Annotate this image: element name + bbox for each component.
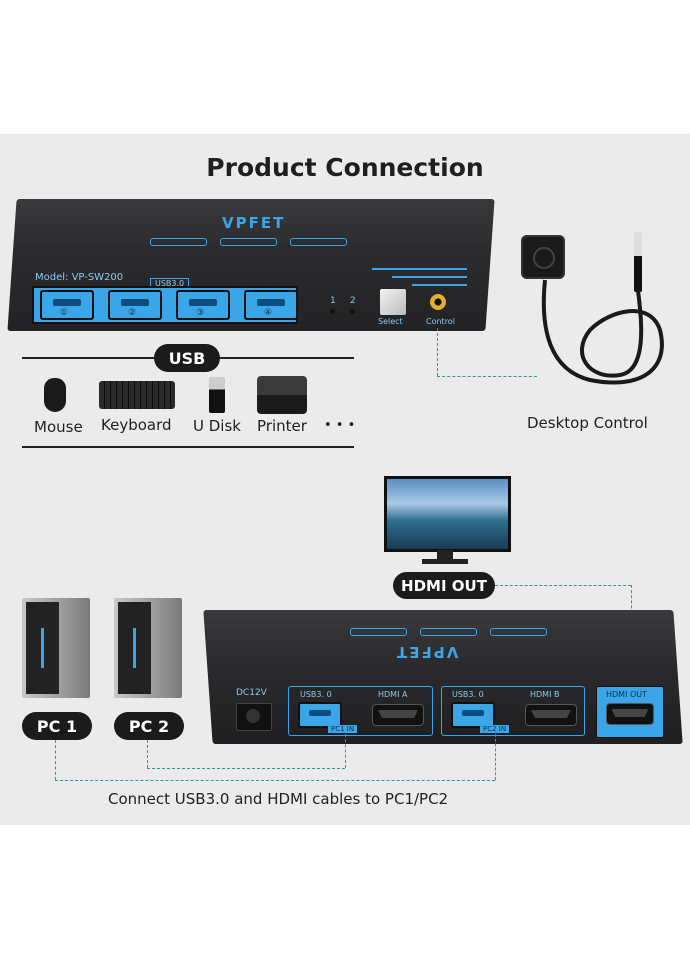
- rear-hdmi-port-b: [525, 704, 577, 726]
- connector-pc1-vert: [55, 740, 56, 780]
- connector-pc1-up: [495, 734, 496, 780]
- caption: Connect USB3.0 and HDMI cables to PC1/PC…: [108, 790, 449, 808]
- front-usb-port-3: [176, 290, 230, 320]
- pc1-pill: PC 1: [22, 712, 92, 740]
- pc2-tower-icon: [114, 598, 182, 698]
- usb-bottom-line: [22, 446, 354, 448]
- connector-pc2-horiz: [147, 768, 345, 769]
- rear-hdmi-out-label: HDMI OUT: [606, 690, 648, 699]
- group1-hdmi-label: HDMI A: [378, 690, 408, 699]
- hdmi-out-pill: HDMI OUT: [393, 572, 495, 599]
- device-label-printer: Printer: [257, 417, 307, 435]
- desktop-control-label: Desktop Control: [527, 414, 648, 432]
- mouse-icon: [44, 378, 66, 412]
- device-label-udisk: U Disk: [193, 417, 241, 435]
- front-usb-port-4: [244, 290, 298, 320]
- top-device-brand: VPFET: [222, 214, 286, 232]
- rear-group-1: [288, 686, 433, 736]
- connector-pc2-up: [345, 734, 346, 768]
- control-label: Control: [426, 317, 455, 326]
- select-label: Select: [378, 317, 403, 326]
- rear-usb-port-a: [298, 702, 342, 728]
- port-number-4: ④: [264, 308, 273, 318]
- led-label-2: 2: [350, 296, 356, 306]
- dc-label: DC12V: [236, 688, 267, 698]
- connector-control-vert: [437, 328, 438, 376]
- port-number-3: ③: [196, 308, 205, 318]
- dc-power-jack[interactable]: [236, 703, 272, 731]
- device-label-keyboard: Keyboard: [101, 416, 172, 434]
- monitor-stand: [437, 550, 453, 560]
- control-cable: [541, 279, 664, 385]
- model-label: Model: VP-SW200: [35, 272, 124, 283]
- front-usb-port-2: [108, 290, 162, 320]
- monitor-icon: [384, 476, 511, 552]
- audio-plug-icon: [634, 232, 642, 292]
- rear-device-brand: VPFET: [395, 643, 459, 661]
- group1-usb-label: USB3. 0: [300, 690, 332, 699]
- monitor-base: [422, 559, 468, 564]
- led-label-1: 1: [330, 296, 336, 306]
- desktop-control-button-icon: [533, 247, 555, 269]
- connector-control-horiz: [437, 376, 537, 377]
- port-number-1: ①: [60, 308, 69, 318]
- group2-usb-label: USB3. 0: [452, 690, 484, 699]
- pc2-pill: PC 2: [114, 712, 184, 740]
- udisk-icon: [209, 377, 225, 413]
- group2-hdmi-label: HDMI B: [530, 690, 560, 699]
- port-number-2: ②: [128, 308, 137, 318]
- connector-pc1-horiz: [55, 780, 495, 781]
- device-label-more: • • •: [324, 418, 356, 433]
- rear-hdmi-port-a: [372, 704, 424, 726]
- device-label-mouse: Mouse: [34, 418, 83, 436]
- led-indicator-1: [330, 309, 335, 314]
- select-button[interactable]: [380, 289, 406, 315]
- front-stripes: [372, 268, 467, 286]
- rear-group-2: [441, 686, 585, 736]
- printer-icon: [257, 376, 307, 414]
- rear-hdmi-out-port: [606, 703, 654, 725]
- led-indicator-2: [350, 309, 355, 314]
- front-usb-port-1: [40, 290, 94, 320]
- connector-hdmi-out-horiz: [495, 585, 631, 586]
- group2-tag: PC2 IN: [480, 725, 510, 733]
- keyboard-icon: [99, 381, 175, 409]
- group1-tag: PC1 IN: [328, 725, 358, 733]
- control-jack[interactable]: [430, 294, 446, 310]
- usb-pill: USB: [154, 344, 220, 372]
- pc1-tower-icon: [22, 598, 90, 698]
- connector-pc2-vert: [147, 740, 148, 768]
- rear-usb-port-b: [451, 702, 495, 728]
- page-title: Product Connection: [206, 153, 484, 182]
